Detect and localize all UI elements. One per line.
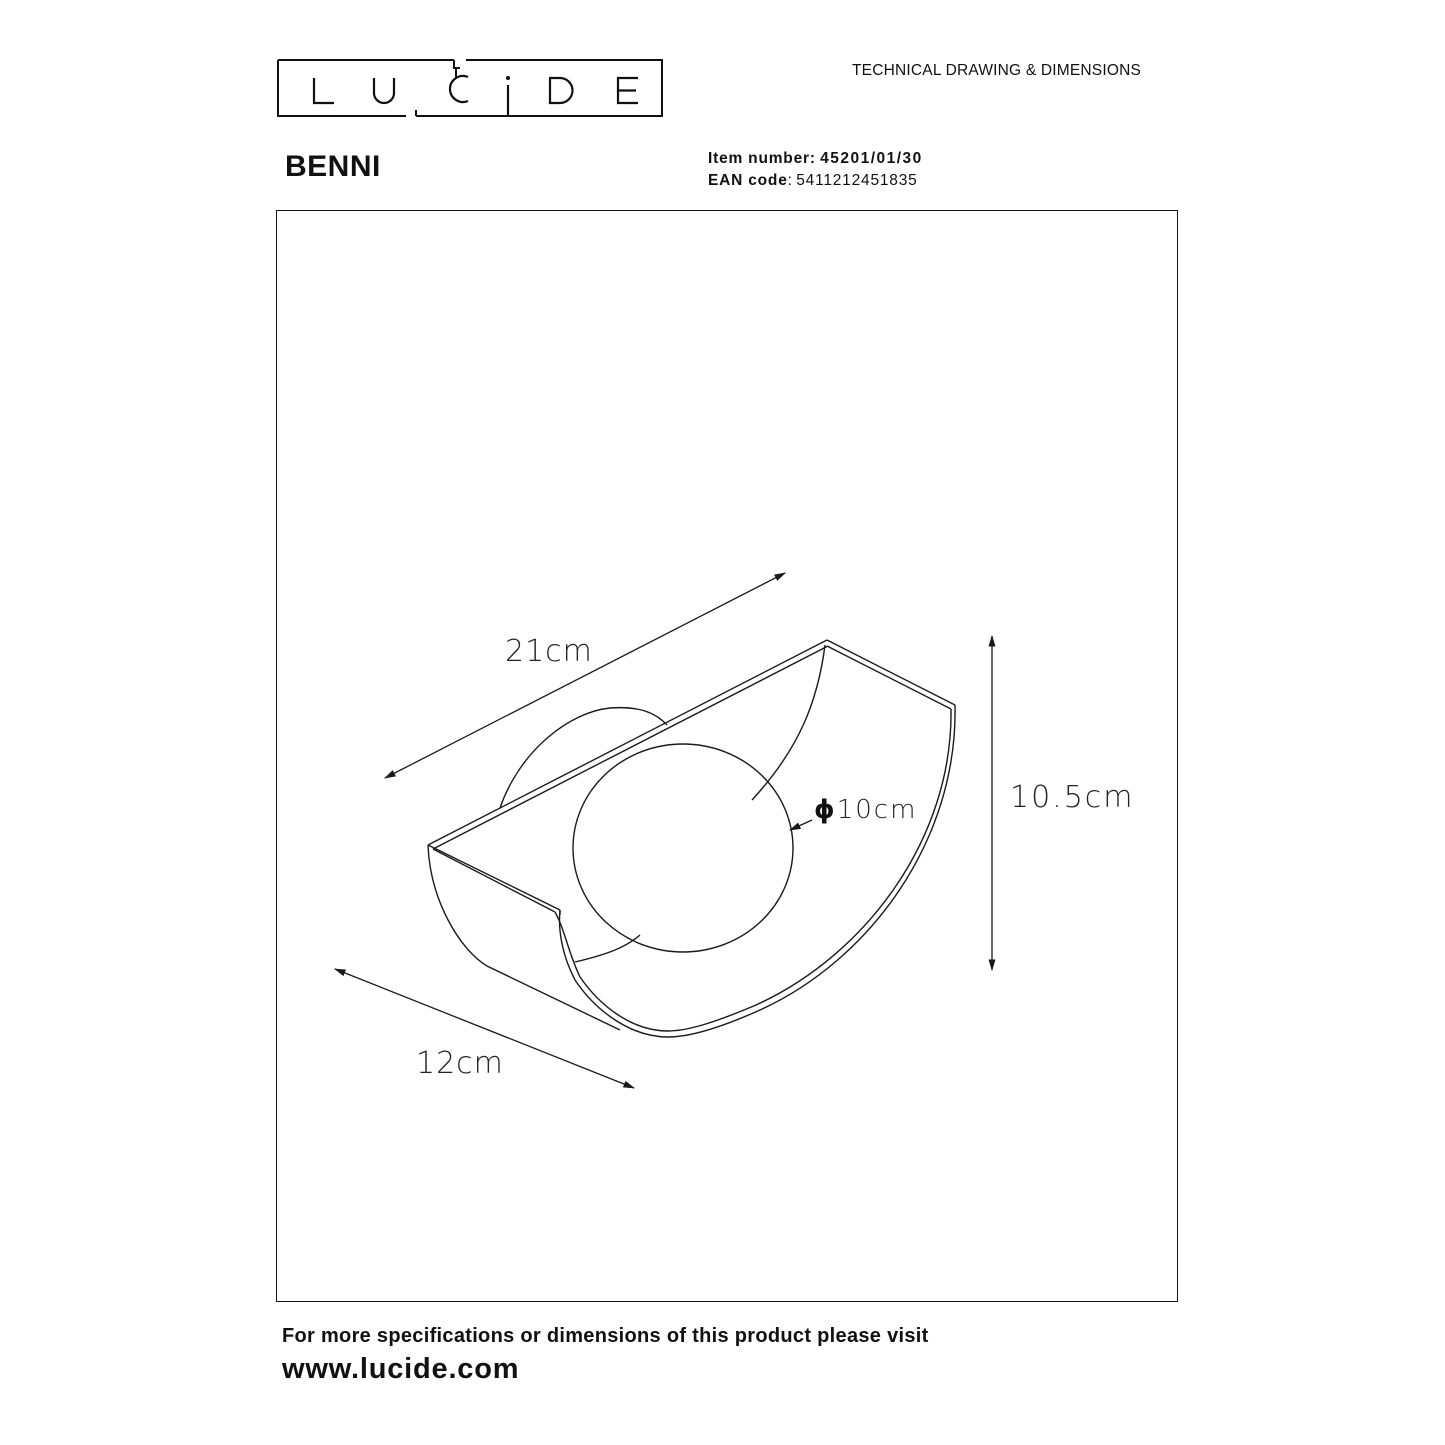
drawing-frame [276, 210, 1178, 1302]
product-name: BENNI [285, 150, 381, 183]
globe-diameter-value: 10cm [836, 795, 918, 825]
ean-code-label: EAN code [708, 172, 788, 189]
footer-note: For more specifications or dimensions of… [282, 1325, 929, 1347]
lucide-logo-graphic [277, 59, 663, 117]
footer-website-link[interactable]: www.lucide.com [282, 1353, 520, 1385]
diameter-symbol-icon: ϕ [814, 795, 837, 825]
ean-code-value: 5411212451835 [796, 172, 918, 189]
product-meta: Item number: 45201/01/30 EAN code: 54112… [708, 148, 923, 192]
item-number-label: Item number: [708, 150, 816, 167]
dimension-depth-label: 12cm [416, 1046, 504, 1081]
ean-code-row: EAN code: 5411212451835 [708, 170, 923, 192]
dimension-length-label: 21cm [505, 634, 593, 669]
item-number-row: Item number: 45201/01/30 [708, 148, 923, 170]
lucide-logo [276, 58, 664, 118]
dimension-height-label: 10.5cm [1010, 780, 1135, 815]
item-number-value: 45201/01/30 [820, 150, 923, 167]
ean-separator: : [787, 172, 792, 189]
dimension-globe-label: ϕ10cm [814, 795, 917, 825]
document-type-title: TECHNICAL DRAWING & DIMENSIONS [852, 62, 1142, 79]
